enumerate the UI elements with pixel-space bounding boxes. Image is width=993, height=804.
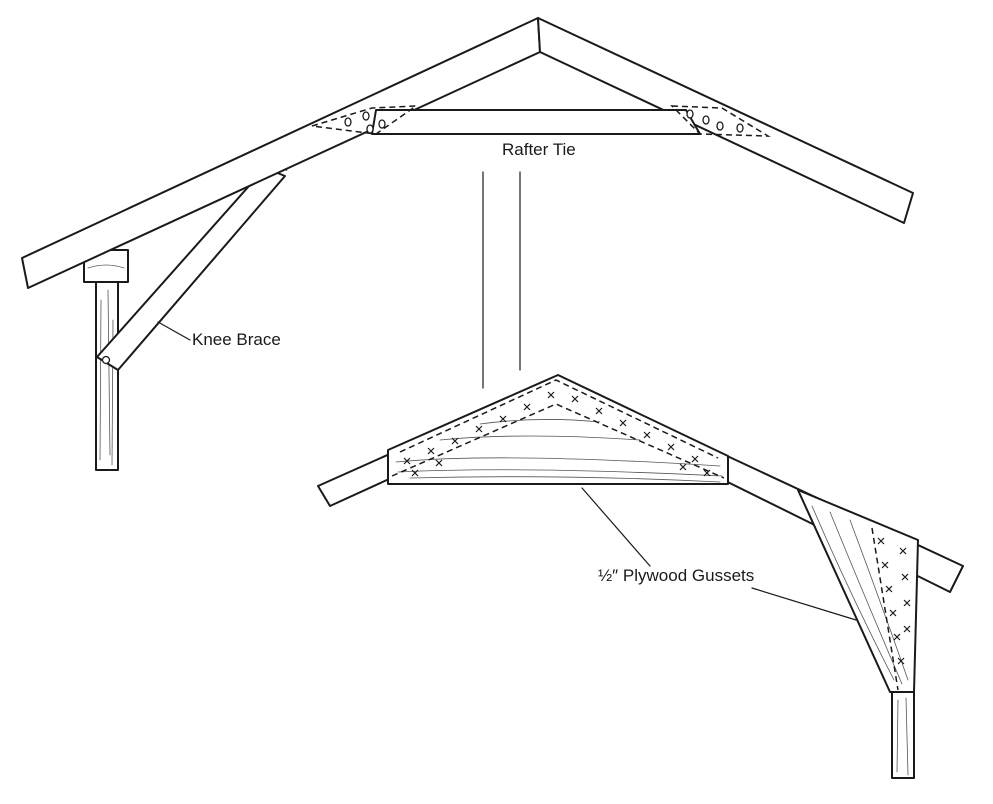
knee-brace-leader bbox=[157, 321, 191, 341]
left-rafter bbox=[21, 17, 541, 289]
right-rafter bbox=[537, 17, 914, 224]
gusset-leader-side bbox=[751, 587, 857, 621]
side-plywood-gusset bbox=[797, 489, 919, 693]
upper-rafter-assembly bbox=[21, 17, 914, 471]
knee-brace bbox=[96, 150, 288, 371]
right-post bbox=[891, 691, 915, 779]
gusset-leader-apex bbox=[581, 487, 651, 567]
lower-gusset-assembly bbox=[317, 374, 964, 779]
rafter-tie bbox=[311, 105, 771, 137]
apex-plywood-gusset bbox=[387, 374, 729, 485]
plywood-gussets-label: ½″ Plywood Gussets bbox=[598, 566, 755, 585]
knee-brace-label: Knee Brace bbox=[192, 330, 281, 349]
gusset-nails bbox=[403, 391, 711, 477]
rafter-tie-leader bbox=[482, 171, 521, 389]
rafter-tie-label: Rafter Tie bbox=[502, 140, 576, 159]
